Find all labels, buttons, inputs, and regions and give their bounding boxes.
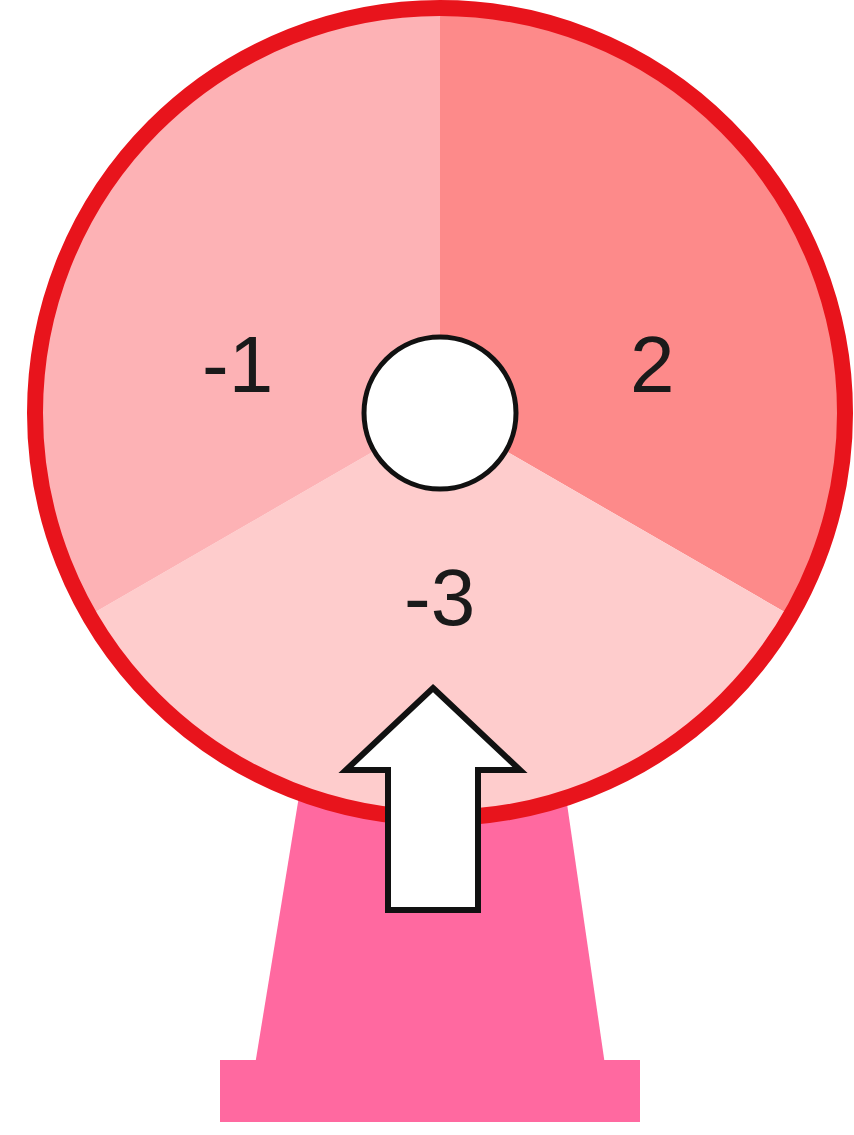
sector-value: 2 [630,325,675,405]
spinner-base [220,1060,640,1122]
sector-minus-one [35,8,440,616]
sector-value: -1 [202,325,273,405]
sector-value: -3 [404,558,475,638]
spinner-hub [364,337,516,489]
pointer-arrow [346,688,520,910]
